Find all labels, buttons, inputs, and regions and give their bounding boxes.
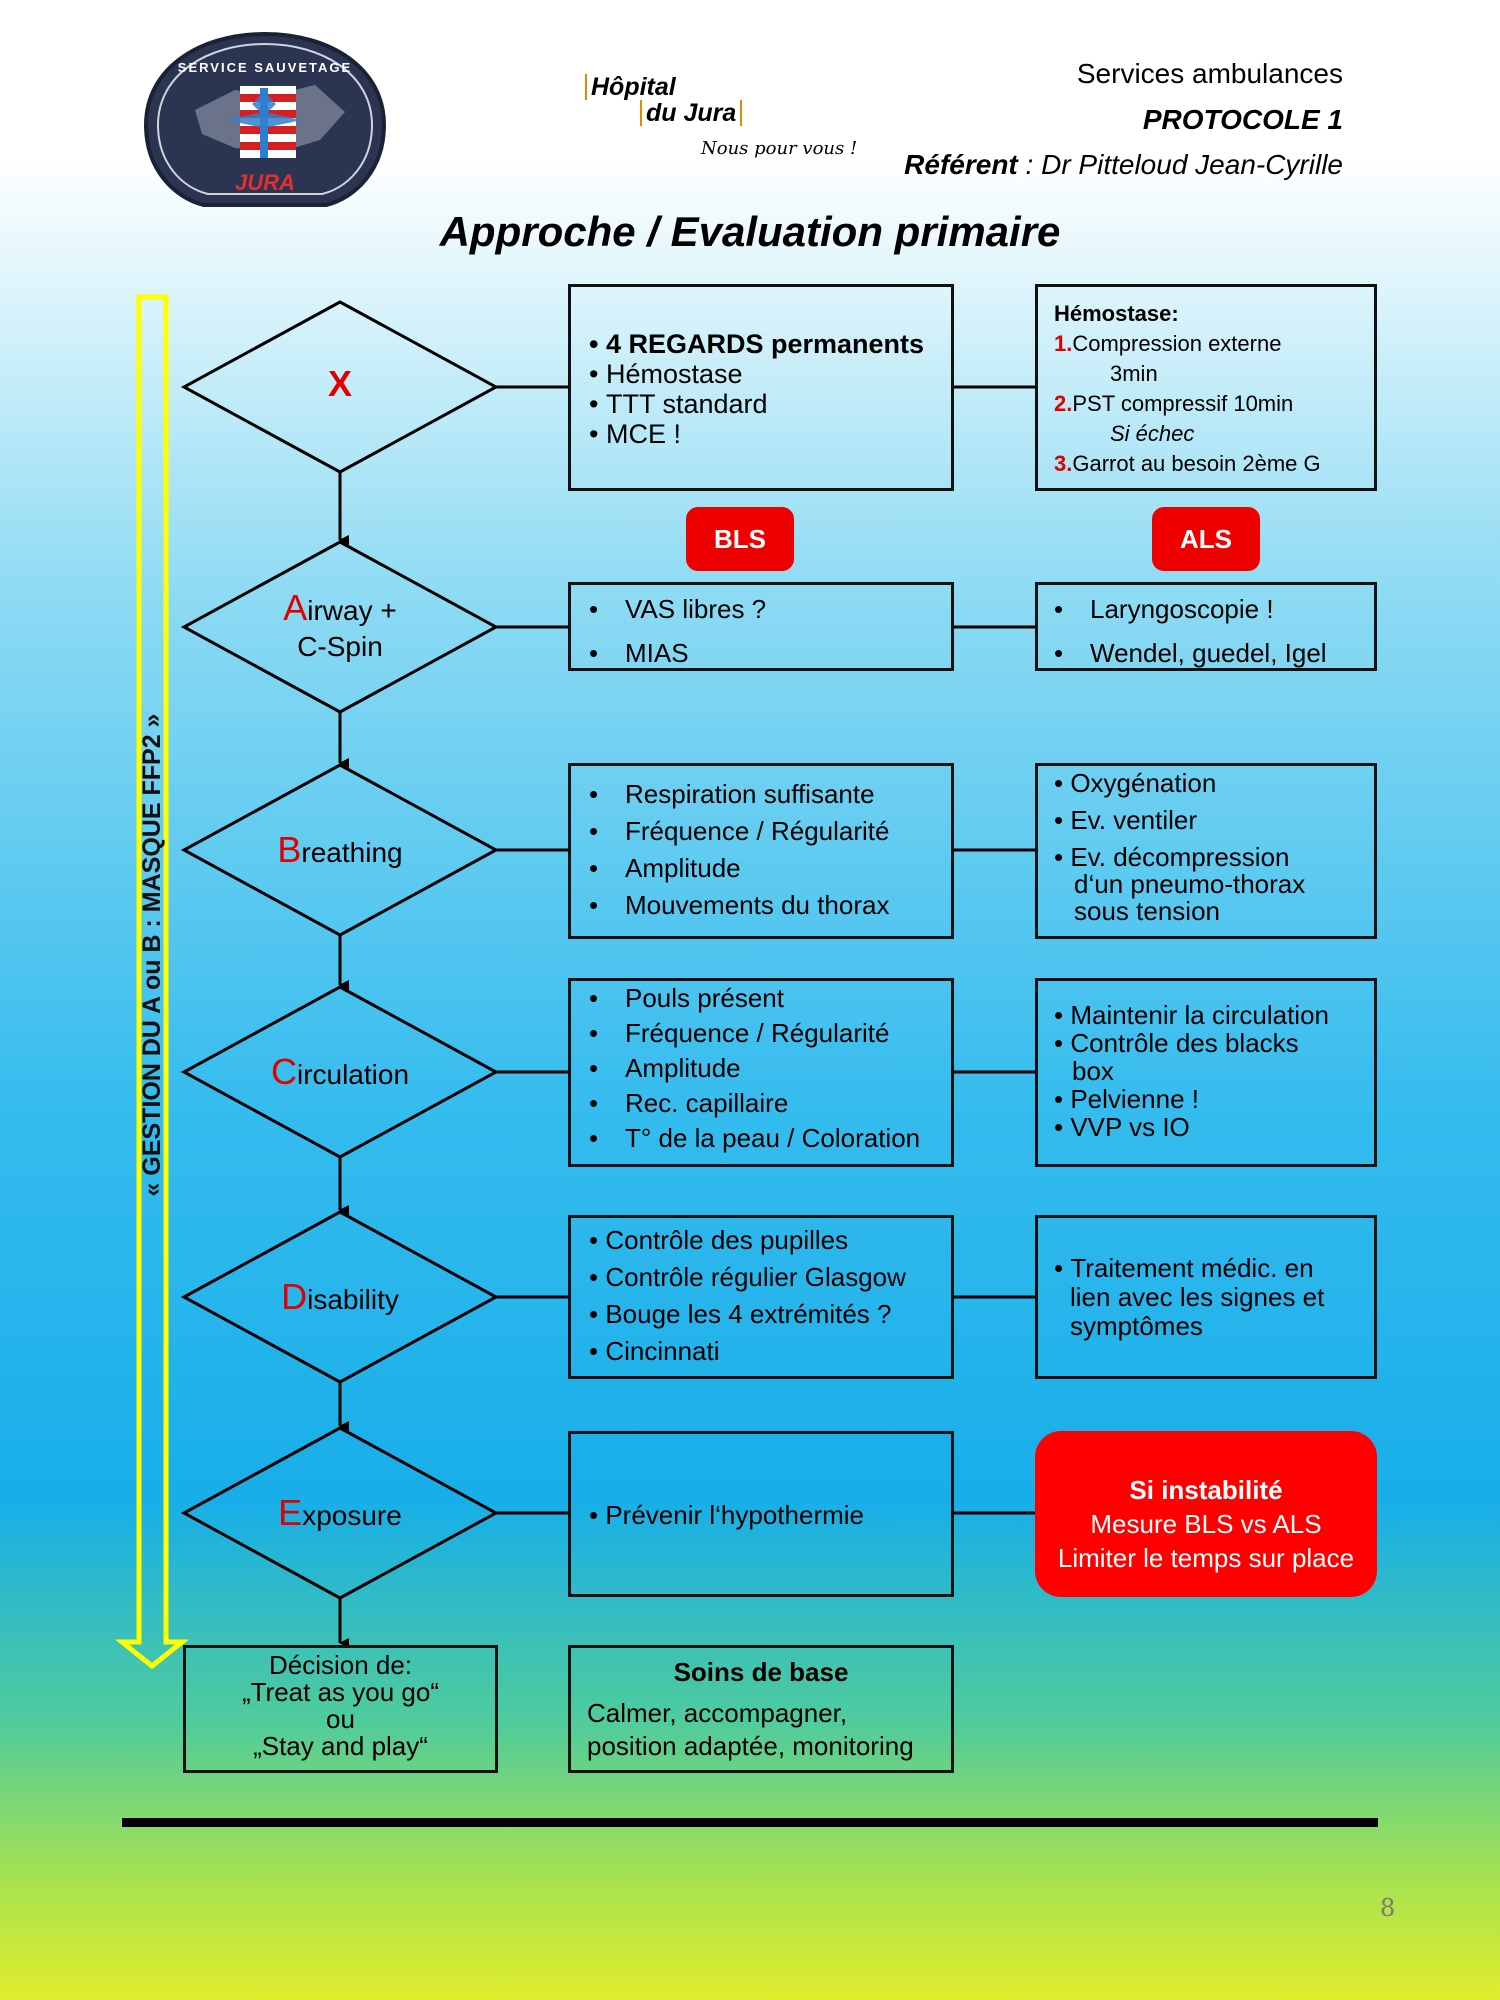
referent-label: Référent xyxy=(904,149,1018,180)
list-item: Bouge les 4 extrémités ? xyxy=(589,1296,951,1333)
jura-rescue-logo: SERVICE SAUVETAGE JURA xyxy=(143,31,387,207)
bls-box-circulation: Pouls présent Fréquence / Régularité Amp… xyxy=(568,978,954,1167)
list-item: Prévenir l‘hypothermie xyxy=(589,1498,951,1532)
list-item-cont: d‘un pneumo-thorax xyxy=(1074,869,1306,899)
list-item: VAS libres ? xyxy=(589,587,951,631)
protocol-number: PROTOCOLE 1 xyxy=(1142,104,1343,135)
logo-text-top: SERVICE SAUVETAGE xyxy=(178,60,352,75)
list-item: MIAS xyxy=(589,631,951,675)
list-item: Pelvienne ! xyxy=(1054,1084,1374,1114)
hemostase-box: Hémostase: 1.Compression externe 3min 2.… xyxy=(1035,284,1377,491)
list-item: Fréquence / Régularité xyxy=(589,1016,951,1051)
hospital-tagline: Nous pour vous ! xyxy=(701,138,858,159)
list-item: 2.PST compressif 10min xyxy=(1054,391,1294,416)
soins-title: Soins de base xyxy=(673,1657,849,1687)
list-item: TTT standard xyxy=(589,389,951,419)
list-item: Hémostase xyxy=(589,359,951,389)
list-item: 3.Garrot au besoin 2ème G xyxy=(1054,451,1321,476)
decision-line: ou xyxy=(326,1704,355,1734)
list-item-cont: box xyxy=(1072,1056,1114,1086)
soins-line: position adaptée, monitoring xyxy=(587,1731,914,1761)
list-item-cont: symptômes xyxy=(1070,1311,1203,1341)
list-item: Wendel, guedel, Igel xyxy=(1054,631,1374,675)
bls-box-exposure: Prévenir l‘hypothermie xyxy=(568,1431,954,1597)
list-item: Maintenir la circulation xyxy=(1054,1000,1374,1030)
bls-box-x: 4 REGARDS permanents Hémostase TTT stand… xyxy=(568,284,954,491)
decision-line: „Treat as you go“ xyxy=(241,1677,439,1707)
bls-box-airway: VAS libres ? MIAS xyxy=(568,582,954,671)
list-item: Ev. ventiler xyxy=(1054,805,1374,835)
step-disability-label: Disability xyxy=(281,1276,399,1317)
list-item-cont: lien avec les signes et xyxy=(1070,1282,1325,1312)
soins-line: Calmer, accompagner, xyxy=(587,1698,848,1728)
bottom-rule xyxy=(122,1818,1378,1827)
step-breathing-label: Breathing xyxy=(277,829,403,870)
hospital-logo: Hôpital du Jura Nous pour vous ! xyxy=(585,74,857,159)
list-item: Ev. décompression xyxy=(1054,842,1374,872)
als-badge: ALS xyxy=(1152,507,1260,571)
service-name: Services ambulances xyxy=(1076,58,1343,89)
page-title: Approche / Evaluation primaire xyxy=(439,208,1061,255)
list-item: VVP vs IO xyxy=(1054,1112,1374,1142)
hemostase-title: Hémostase: xyxy=(1054,301,1179,326)
list-item-cont: Si échec xyxy=(1110,421,1195,446)
list-item: T° de la peau / Coloration xyxy=(589,1121,951,1156)
als-box-disability: Traitement médic. en lien avec les signe… xyxy=(1035,1215,1377,1379)
bls-box-disability: Contrôle des pupilles Contrôle régulier … xyxy=(568,1215,954,1379)
decision-box: Décision de: „Treat as you go“ ou „Stay … xyxy=(183,1645,498,1773)
list-item-cont: sous tension xyxy=(1074,896,1220,926)
instability-line2: Limiter le temps sur place xyxy=(1057,1543,1355,1573)
list-item: Contrôle des pupilles xyxy=(589,1222,951,1259)
instability-box: Si instabilité Mesure BLS vs ALS Limiter… xyxy=(1035,1431,1377,1597)
list-item: Contrôle des blacks xyxy=(1054,1028,1374,1058)
list-item: MCE ! xyxy=(589,419,951,449)
list-item: Contrôle régulier Glasgow xyxy=(589,1259,951,1296)
als-box-circulation: Maintenir la circulation Contrôle des bl… xyxy=(1035,978,1377,1167)
list-item: Mouvements du thorax xyxy=(589,887,951,924)
bls-badge: BLS xyxy=(686,507,794,571)
instability-line1: Mesure BLS vs ALS xyxy=(1090,1509,1322,1539)
bls-box-breathing: Respiration suffisante Fréquence / Régul… xyxy=(568,763,954,939)
list-item: Fréquence / Régularité xyxy=(589,813,951,850)
list-item: Cincinnati xyxy=(589,1333,951,1370)
instability-title: Si instabilité xyxy=(1129,1475,1283,1505)
hospital-line2: du Jura xyxy=(640,100,743,126)
als-box-airway: Laryngoscopie ! Wendel, guedel, Igel xyxy=(1035,582,1377,671)
list-item: Rec. capillaire xyxy=(589,1086,951,1121)
list-item: Pouls présent xyxy=(589,981,951,1016)
als-box-breathing: Oxygénation Ev. ventiler Ev. décompressi… xyxy=(1035,763,1377,939)
referent: Référent : Dr Pitteloud Jean-Cyrille xyxy=(904,149,1343,181)
list-item-cont: 3min xyxy=(1110,361,1158,386)
decision-line: Décision de: xyxy=(268,1650,413,1680)
list-item: 1.Compression externe xyxy=(1054,331,1282,356)
step-circulation-label: Circulation xyxy=(270,1051,410,1092)
list-item: Oxygénation xyxy=(1054,768,1374,798)
list-item: Respiration suffisante xyxy=(589,776,951,813)
decision-line: „Stay and play“ xyxy=(253,1731,428,1761)
list-item: 4 REGARDS permanents xyxy=(589,329,951,359)
logo-text-bottom: JURA xyxy=(235,170,295,195)
page-number: 8 xyxy=(1380,1894,1396,1922)
list-item: Amplitude xyxy=(589,850,951,887)
step-exposure-label: Exposure xyxy=(278,1492,402,1533)
list-item: Laryngoscopie ! xyxy=(1054,587,1374,631)
list-item: Amplitude xyxy=(589,1051,951,1086)
step-airway-label: Airway +C-Spin xyxy=(283,587,397,663)
referent-name: : Dr Pitteloud Jean-Cyrille xyxy=(1017,149,1343,180)
list-item: Traitement médic. en xyxy=(1054,1253,1374,1283)
soins-box: Soins de base Calmer, accompagner, posit… xyxy=(568,1645,954,1773)
hospital-line1: Hôpital xyxy=(585,74,857,100)
step-x-label: X xyxy=(327,363,352,404)
